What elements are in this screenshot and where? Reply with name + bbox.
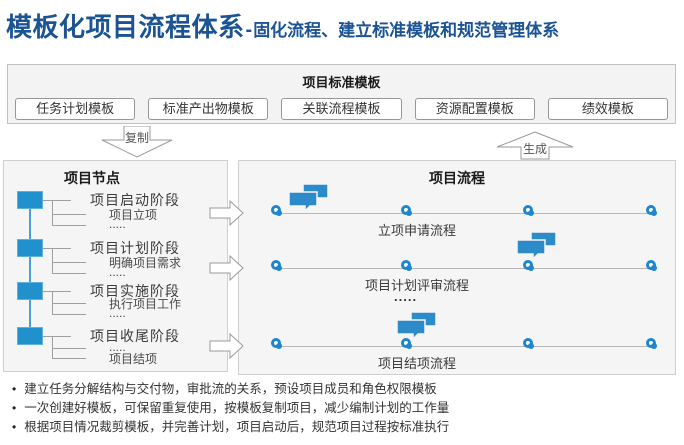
note-text: 一次创建好模板，可保留重复使用，按模板复制项目，减少编制计划的工作量: [24, 401, 450, 415]
note-text: 根据项目情况裁剪模板，并完善计划，项目启动后，规范项目过程按标准执行: [24, 420, 450, 434]
template-item-related-flow: 关联流程模板: [281, 98, 402, 120]
copy-arrow-label: 复制: [124, 131, 149, 145]
flow-label-plan-review: 项目计划评审流程: [364, 278, 470, 293]
flow-line: [279, 268, 654, 269]
copy-down-arrow: 复制: [101, 126, 173, 158]
right-arrow-icon: [209, 255, 244, 281]
page-title: 模板化项目流程体系 - 固化流程、建立标准模板和规范管理体系: [6, 7, 559, 44]
tree-branch-line: [52, 248, 53, 273]
milestone-node-icon: [646, 338, 657, 349]
milestone-node-icon: [271, 338, 282, 349]
milestone-node-icon: [401, 260, 412, 271]
bullet-dot-icon: •: [12, 401, 17, 415]
tree-connector-line: [29, 200, 31, 336]
milestone-node-icon: [401, 205, 412, 216]
tree-branch-line: [52, 314, 86, 315]
stage-node-icon: [17, 327, 43, 345]
tree-branch-line: [43, 248, 71, 249]
page-title-main: 模板化项目流程体系: [6, 12, 245, 42]
milestone-node-icon: [271, 205, 282, 216]
standard-templates-title: 项目标准模板: [302, 75, 381, 90]
note-item: • 建立任务分解结构与交付物，审批流的关系，预设项目成员和角色权限模板: [10, 383, 676, 396]
documents-icon: [396, 311, 437, 341]
tree-branch-line: [52, 262, 86, 263]
milestone-node-icon: [646, 205, 657, 216]
flow-label-closing-flow: 项目结项流程: [377, 356, 457, 371]
template-item-deliverable: 标准产出物模板: [148, 98, 269, 120]
tree-branch-line: [43, 291, 71, 292]
notes-list: • 建立任务分解结构与交付物，审批流的关系，预设项目成员和角色权限模板 • 一次…: [10, 383, 676, 440]
tree-branch-line: [52, 200, 53, 225]
milestone-node-icon: [523, 260, 534, 271]
project-nodes-title: 项目节点: [64, 170, 120, 186]
project-flows-panel: 项目流程 立项申请流程 项目计划评审流程 ..... 项目结项流程: [238, 160, 676, 375]
up-arrow-icon: [496, 131, 574, 160]
stage-sub-item: 项目立项: [109, 208, 158, 222]
tree-branch-line: [52, 214, 86, 215]
tree-branch-line: [52, 348, 86, 349]
template-item-performance: 绩效模板: [547, 98, 669, 120]
template-item-task-plan: 任务计划模板: [15, 98, 136, 120]
bullet-dot-icon: •: [12, 420, 17, 434]
documents-icon: [516, 231, 557, 261]
stage-sub-item: 执行项目工作: [109, 297, 182, 311]
stage-node-icon: [17, 191, 43, 209]
stage-sub-item: .....: [109, 340, 126, 354]
down-arrow-icon: [101, 126, 173, 158]
template-item-resource: 资源配置模板: [414, 98, 535, 120]
tree-branch-line: [52, 358, 86, 359]
milestone-node-icon: [646, 260, 657, 271]
standard-templates-panel: 项目标准模板 任务计划模板 标准产出物模板 关联流程模板 资源配置模板 绩效模板: [7, 64, 676, 124]
milestone-node-icon: [271, 260, 282, 271]
stage-sub-item: .....: [109, 217, 126, 231]
stage-label-planning: 项目计划阶段: [90, 240, 180, 256]
note-item: • 一次创建好模板，可保留重复使用，按模板复制项目，减少编制计划的工作量: [10, 402, 676, 415]
stage-node-icon: [17, 239, 43, 257]
tree-branch-line: [52, 303, 86, 304]
flow-line: [279, 346, 654, 347]
right-arrow-icon: [209, 333, 244, 359]
tree-branch-line: [52, 273, 86, 274]
page-title-subtitle: 固化流程、建立标准模板和规范管理体系: [253, 21, 560, 40]
page-title-separator: -: [245, 19, 253, 41]
flow-line: [279, 213, 654, 214]
template-items-row: 任务计划模板 标准产出物模板 关联流程模板 资源配置模板 绩效模板: [8, 91, 675, 120]
milestone-node-icon: [523, 205, 534, 216]
milestone-node-icon: [523, 338, 534, 349]
stage-sub-item: 明确项目需求: [109, 256, 182, 270]
tree-branch-line: [52, 291, 53, 314]
tree-branch-line: [52, 225, 86, 226]
note-text: 建立任务分解结构与交付物，审批流的关系，预设项目成员和角色权限模板: [24, 382, 437, 396]
generate-arrow-label: 生成: [522, 142, 547, 156]
flows-ellipsis: .....: [394, 289, 418, 304]
documents-icon: [288, 183, 329, 213]
stage-sub-item: 项目结项: [109, 352, 158, 366]
tree-branch-line: [43, 336, 71, 337]
tree-branch-line: [52, 336, 53, 358]
stage-label-closing: 项目收尾阶段: [90, 328, 180, 344]
project-nodes-panel: 项目节点 项目启动阶段 项目立项 ..... 项目计划阶段 明确项目需求 ...…: [3, 160, 228, 372]
flow-label-initiation-request: 立项申请流程: [377, 223, 457, 238]
note-item: • 根据项目情况裁剪模板，并完善计划，项目启动后，规范项目过程按标准执行: [10, 421, 676, 434]
milestone-node-icon: [401, 338, 412, 349]
stage-label-initiation: 项目启动阶段: [90, 192, 180, 208]
right-arrow-icon: [209, 200, 244, 226]
bullet-dot-icon: •: [12, 382, 17, 396]
stage-sub-item: .....: [109, 265, 126, 279]
tree-branch-line: [43, 200, 71, 201]
project-flows-title: 项目流程: [429, 170, 485, 186]
stage-sub-item: .....: [109, 306, 126, 320]
generate-up-arrow: 生成: [496, 131, 574, 160]
stage-label-execution: 项目实施阶段: [90, 283, 180, 299]
stage-node-icon: [17, 282, 43, 300]
